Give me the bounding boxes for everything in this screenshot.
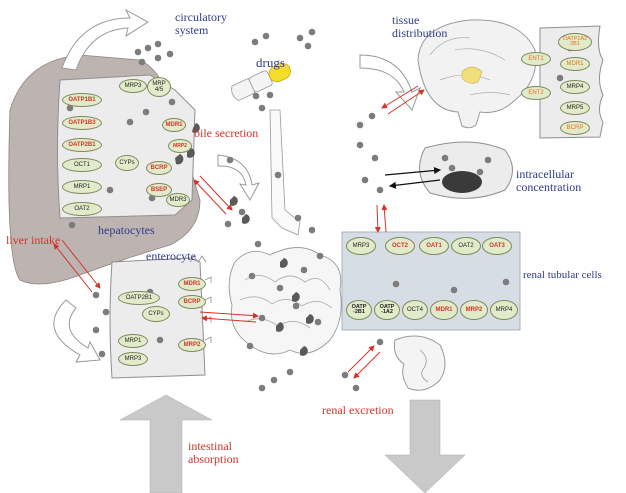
transporter-bsep: BSEP xyxy=(146,183,172,197)
kidney-return-arrow xyxy=(347,345,375,373)
transporter-ren-mrp2: MRP2 xyxy=(460,300,488,320)
cyps-enterocyte: CYPs xyxy=(142,306,170,322)
transporter-ren-mrp3: MRP3 xyxy=(346,237,376,255)
cycle-arrow-bottom-left xyxy=(53,299,101,363)
gut-enterocyte-arrow xyxy=(201,315,257,323)
transporter-oatp1a2: OATP1A2 2B1 xyxy=(558,33,592,51)
enterocyte-villi xyxy=(189,255,212,343)
transporter-oct2: OCT2 xyxy=(385,237,415,255)
intestines xyxy=(228,247,342,355)
hepatocytes-label: hepatocytes xyxy=(98,223,155,237)
cell-nucleus xyxy=(442,171,482,193)
transporter-oatp1a2-renal: OATP -1A2 xyxy=(374,300,400,320)
transporter-ent-mrp2: MRP2 xyxy=(178,338,206,352)
renal-tubular-cells-label: renal tubular cells xyxy=(523,269,602,281)
transporter-oatp2b1-renal: OATP -2B1 xyxy=(346,300,372,320)
transporter-oat3: OAT3 xyxy=(482,237,512,255)
renal-in-arrow xyxy=(374,204,381,233)
intracellular-arrows xyxy=(384,166,442,189)
transporter-oat2: OAT2 xyxy=(62,202,102,216)
cycle-arrow-top-left xyxy=(61,8,149,71)
transporter-bcrp: BCRP xyxy=(146,161,172,175)
circulatory-system-label: circulatory system xyxy=(175,10,227,37)
transporter-brain-mdr1: MDR1 xyxy=(560,57,590,71)
transporter-ren-mrp4: MRP4 xyxy=(490,300,518,320)
red-flow-arrows xyxy=(53,85,425,379)
cyps-hepatocyte: CYPs xyxy=(115,155,139,171)
enterocyte-gut-arrow xyxy=(199,311,259,319)
transporter-ent-mrp3: MRP3 xyxy=(118,352,148,366)
transporter-mrp1: MRP1 xyxy=(62,180,102,194)
tissue-arrow xyxy=(387,89,425,115)
transporter-brain-bcrp: BCRP xyxy=(560,121,590,135)
transporter-mrp3: MRP3 xyxy=(119,79,147,93)
transporter-ren-mdr1: MDR1 xyxy=(430,300,458,320)
transporter-ent-oatp2b1: OATP2B1 xyxy=(118,291,160,305)
transporter-ent1: ENT1 xyxy=(521,52,551,66)
transporter-oct4: OCT4 xyxy=(402,300,428,320)
intestinal-absorption-label: intestinal absorption xyxy=(188,439,239,466)
transporter-oat2-renal: OAT2 xyxy=(451,237,481,255)
drug-molecules xyxy=(175,123,314,356)
tissue-return-arrow xyxy=(381,85,419,109)
liver-intake-arrow xyxy=(61,239,101,289)
transporter-oatp2b1: OATP2B1 xyxy=(62,138,102,152)
brain-core xyxy=(461,66,483,84)
transporter-mrp45: MRP 4/5 xyxy=(147,77,171,97)
cycle-arrow-bile xyxy=(217,154,260,202)
esophagus xyxy=(269,109,301,236)
transporter-mdr3: MDR3 xyxy=(166,193,190,207)
transporter-oat1: OAT1 xyxy=(419,237,449,255)
bile-arrow xyxy=(199,175,233,211)
transporter-oatp1b1: OATP1B1 xyxy=(62,93,102,107)
kidney-shape xyxy=(393,335,446,391)
renal-out-arrow xyxy=(381,204,388,233)
bile-return-arrow xyxy=(193,179,227,215)
liver-intake-label: liver intake xyxy=(6,233,61,247)
cycle-arrow-tissue xyxy=(359,54,421,111)
transporter-ent-mrp1: MRP1 xyxy=(118,334,148,348)
kidney-tubules xyxy=(419,349,429,383)
enterocyte-label: enterocyte xyxy=(146,249,196,263)
bile-secretion-label: bile secretion xyxy=(194,126,259,140)
drugs-label: drugs xyxy=(256,55,285,70)
transporter-oct1: OCT1 xyxy=(62,158,102,172)
drug-dots xyxy=(66,28,578,392)
intracellular-concentration-label: intracellular concentration xyxy=(516,167,582,194)
transporter-mrp2: MRP2 xyxy=(168,139,192,153)
renal-excretion-arrow xyxy=(384,399,466,493)
liver-intake-return-arrow xyxy=(53,243,93,293)
kidney-arrow xyxy=(353,351,381,379)
transporter-ent2: ENT2 xyxy=(521,86,551,100)
tissue-distribution-label: tissue distribution xyxy=(392,13,448,40)
transporter-ent-mdr1: MDR1 xyxy=(178,277,206,291)
intestinal-absorption-arrow xyxy=(119,394,213,493)
transporter-mrp4: MRP4 xyxy=(560,80,590,94)
transporter-oatp1b3: OATP1B3 xyxy=(62,116,102,130)
transporter-ent-bcrp: BCRP xyxy=(178,295,206,309)
renal-excretion-label: renal excretion xyxy=(322,403,394,417)
transporter-mrp5: MRP5 xyxy=(560,101,590,115)
transporter-mdr1: MDR1 xyxy=(162,118,186,132)
drug-capsule xyxy=(231,62,291,101)
